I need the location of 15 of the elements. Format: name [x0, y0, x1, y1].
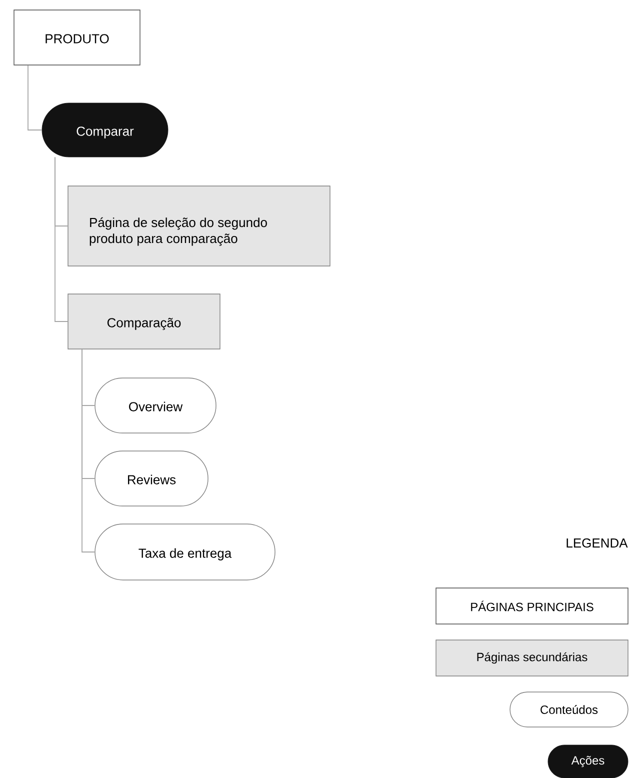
- page-box: Página de seleção do segundo produto para comparação: [68, 186, 330, 266]
- content-pill: Taxa de entrega: [94, 524, 276, 580]
- action-pill: Comparar: [42, 102, 168, 158]
- legend-item: Páginas secundárias: [436, 640, 628, 676]
- connector: [28, 64, 42, 130]
- connector: [54, 156, 68, 322]
- legend-title: LEGENDA: [566, 538, 628, 548]
- connector: [82, 348, 96, 552]
- legend-item: Ações: [548, 744, 628, 778]
- page-box: Comparação: [68, 294, 220, 350]
- content-pill: Overview: [94, 378, 216, 434]
- content-pill: Reviews: [94, 450, 208, 506]
- legend-item: Conteúdos: [510, 692, 628, 728]
- page-box: PRODUTO: [14, 10, 140, 66]
- legend-item: PÁGINAS PRINCIPAIS: [436, 588, 628, 624]
